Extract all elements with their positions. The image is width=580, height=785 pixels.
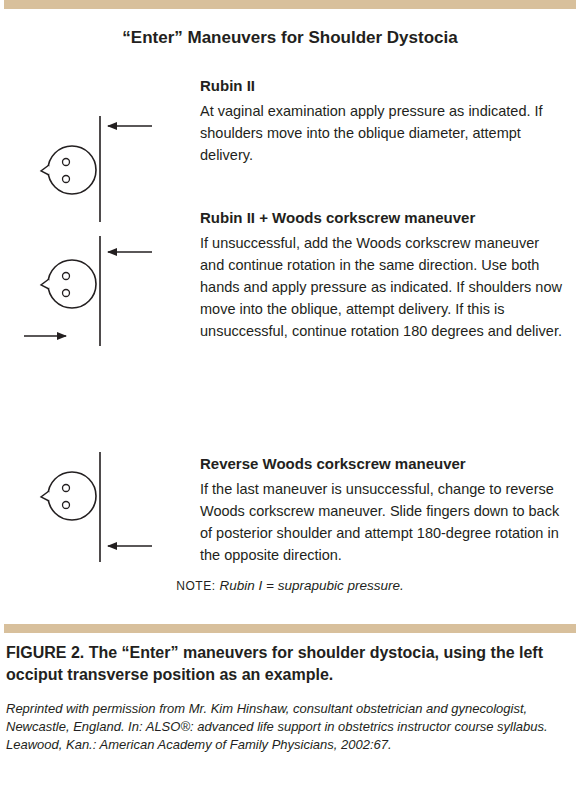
section-body: If unsuccessful, add the Woods corkscrew… <box>200 232 562 342</box>
bottom-bar <box>4 624 576 633</box>
top-bar <box>4 0 576 9</box>
note-key: NOTE: <box>176 579 215 593</box>
section-heading: Rubin II + Woods corkscrew maneuver <box>200 208 570 228</box>
section-heading: Reverse Woods corkscrew maneuver <box>200 454 570 474</box>
woods-corkscrew-figure <box>24 236 152 346</box>
note-text: Rubin I = suprapubic pressure. <box>219 578 403 593</box>
rubin-ii-figure <box>41 116 152 222</box>
section-heading: Rubin II <box>200 76 570 96</box>
credit-line: Reprinted with permission from Mr. Kim H… <box>6 700 574 754</box>
section-body: If the last maneuver is unsuccessful, ch… <box>200 478 562 566</box>
note-line: NOTE: Rubin I = suprapubic pressure. <box>0 578 580 593</box>
figure-title: “Enter” Maneuvers for Shoulder Dystocia <box>0 28 580 48</box>
figure-caption: FIGURE 2. The “Enter” maneuvers for shou… <box>6 642 574 686</box>
reverse-woods-figure <box>41 452 152 562</box>
section-body: At vaginal examination apply pressure as… <box>200 100 562 166</box>
